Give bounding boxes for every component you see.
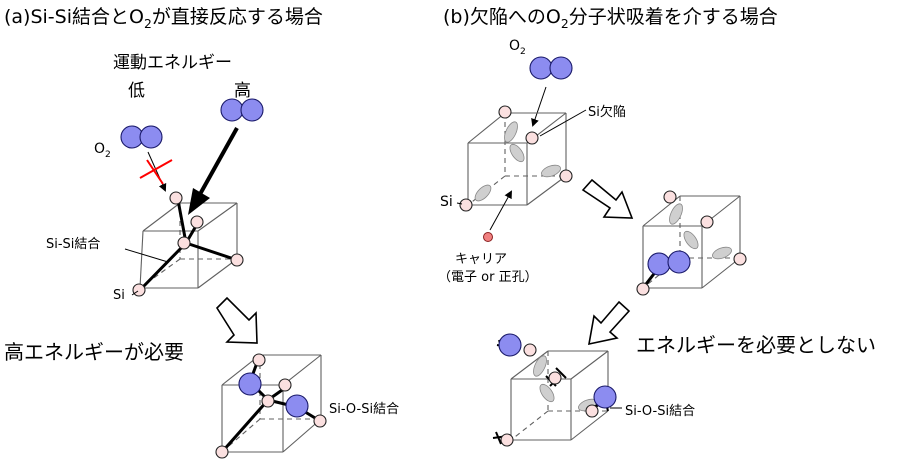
- si-atom-right-low: [230, 253, 244, 267]
- si-atom-b-bottom-left: [215, 445, 229, 459]
- o-adsorbed-2: [667, 250, 691, 274]
- si-atom-b3-right-low: [585, 404, 599, 418]
- si-label-b: Si: [440, 194, 453, 210]
- siosi-bond-label-a: Si-O-Si結合: [329, 402, 400, 417]
- orbital-lobe-4: [474, 184, 492, 202]
- o2-b-atom-2: [549, 56, 573, 80]
- orbital-lobe-3: [541, 164, 561, 178]
- si-atom-b2-top: [663, 190, 677, 204]
- si-atom-b1-top: [498, 105, 512, 119]
- cube-b-bottom: [510, 350, 609, 441]
- si-atom-b-center: [261, 394, 275, 408]
- sisi-bond-4: [138, 241, 188, 292]
- si-atom-b-right: [278, 378, 292, 392]
- si-atom-right: [190, 215, 204, 229]
- si-atom-b2-bottom-left: [636, 282, 650, 296]
- si-atom-b2-right: [700, 215, 714, 229]
- carrier-arrow: [489, 190, 512, 231]
- hollow-arrow-a: [215, 296, 258, 344]
- si-atom-b1-right: [559, 169, 573, 183]
- o-atom-b-1: [238, 372, 262, 396]
- orbital-lobe-9: [539, 383, 555, 403]
- siosi-bond-6: [220, 398, 270, 454]
- blocked-cross-icon: [139, 159, 173, 185]
- orbital-lobe-1: [504, 121, 518, 143]
- si-atom-b3-mid: [548, 371, 562, 385]
- sisi-bond-1: [176, 198, 188, 245]
- si-atom-b2-right-low: [733, 252, 747, 266]
- si-atom-b-top: [252, 353, 266, 367]
- si-atom-b-right-low: [313, 414, 327, 428]
- si-defect-label: Si欠陥: [588, 105, 626, 120]
- si-atom-bottom-left: [132, 283, 146, 297]
- si-atom-b1-defect: [525, 131, 539, 145]
- leader-sisi: [124, 248, 169, 263]
- thick-arrow-high-energy: [188, 127, 239, 215]
- o2-label-b: O2: [509, 38, 526, 57]
- leader-si-b: [456, 202, 463, 205]
- sisi-bond-2: [184, 241, 239, 262]
- o2-b-arrow: [531, 86, 547, 127]
- hollow-arrow-b2: [588, 300, 631, 346]
- o-atom-b3-1: [498, 333, 522, 357]
- si-label-a: Si: [113, 288, 125, 303]
- o-adsorbed-1: [647, 252, 671, 276]
- leader-defect: [539, 109, 587, 137]
- orbital-lobe-7: [712, 246, 732, 260]
- no-energy-required-label: エネルギーを必要としない: [636, 333, 876, 357]
- siosi-bond-label-b: Si-O-Si結合: [625, 404, 696, 419]
- leader-si: [131, 290, 139, 296]
- high-energy-required-label: 高エネルギーが必要: [4, 340, 184, 364]
- orbital-lobe-6: [683, 230, 699, 250]
- o2-high-atom-2: [240, 98, 264, 122]
- panel-a-title: (a)Si-Si結合とO2が直接反応する場合: [4, 6, 323, 31]
- hollow-arrow-b1: [581, 178, 634, 219]
- carrier-label: キャリア: [455, 252, 508, 267]
- sisi-bond-label: Si-Si結合: [46, 237, 101, 252]
- o2-low-atom-2: [139, 125, 163, 149]
- o2-high-atom-1: [220, 98, 244, 122]
- carrier-dot: [483, 232, 493, 242]
- o-atom-b-2: [285, 394, 309, 418]
- orbital-lobe-2: [509, 143, 525, 163]
- si-atom-top: [169, 191, 183, 205]
- orbital-lobe-8: [533, 355, 547, 377]
- cube-b-top: [467, 112, 567, 206]
- orbital-lobe-5: [669, 203, 683, 225]
- panel-b-title: (b)欠陥へのO2分子状吸着を介する場合: [443, 6, 778, 31]
- carrier-note-label: （電子 or 正孔）: [438, 270, 538, 285]
- o2-b-atom-1: [529, 56, 553, 80]
- energy-label: 運動エネルギー: [113, 53, 232, 73]
- si-atom-b3-top: [523, 343, 537, 357]
- high-energy-label: 高: [234, 81, 251, 101]
- low-energy-label: 低: [128, 81, 145, 101]
- o2-low-label: O2: [94, 141, 111, 160]
- o-atom-b3-2: [593, 385, 617, 409]
- si-atom-b3-bottom-left: [500, 433, 514, 447]
- si-atom-center: [177, 236, 191, 250]
- si-atom-b1-left: [459, 198, 473, 212]
